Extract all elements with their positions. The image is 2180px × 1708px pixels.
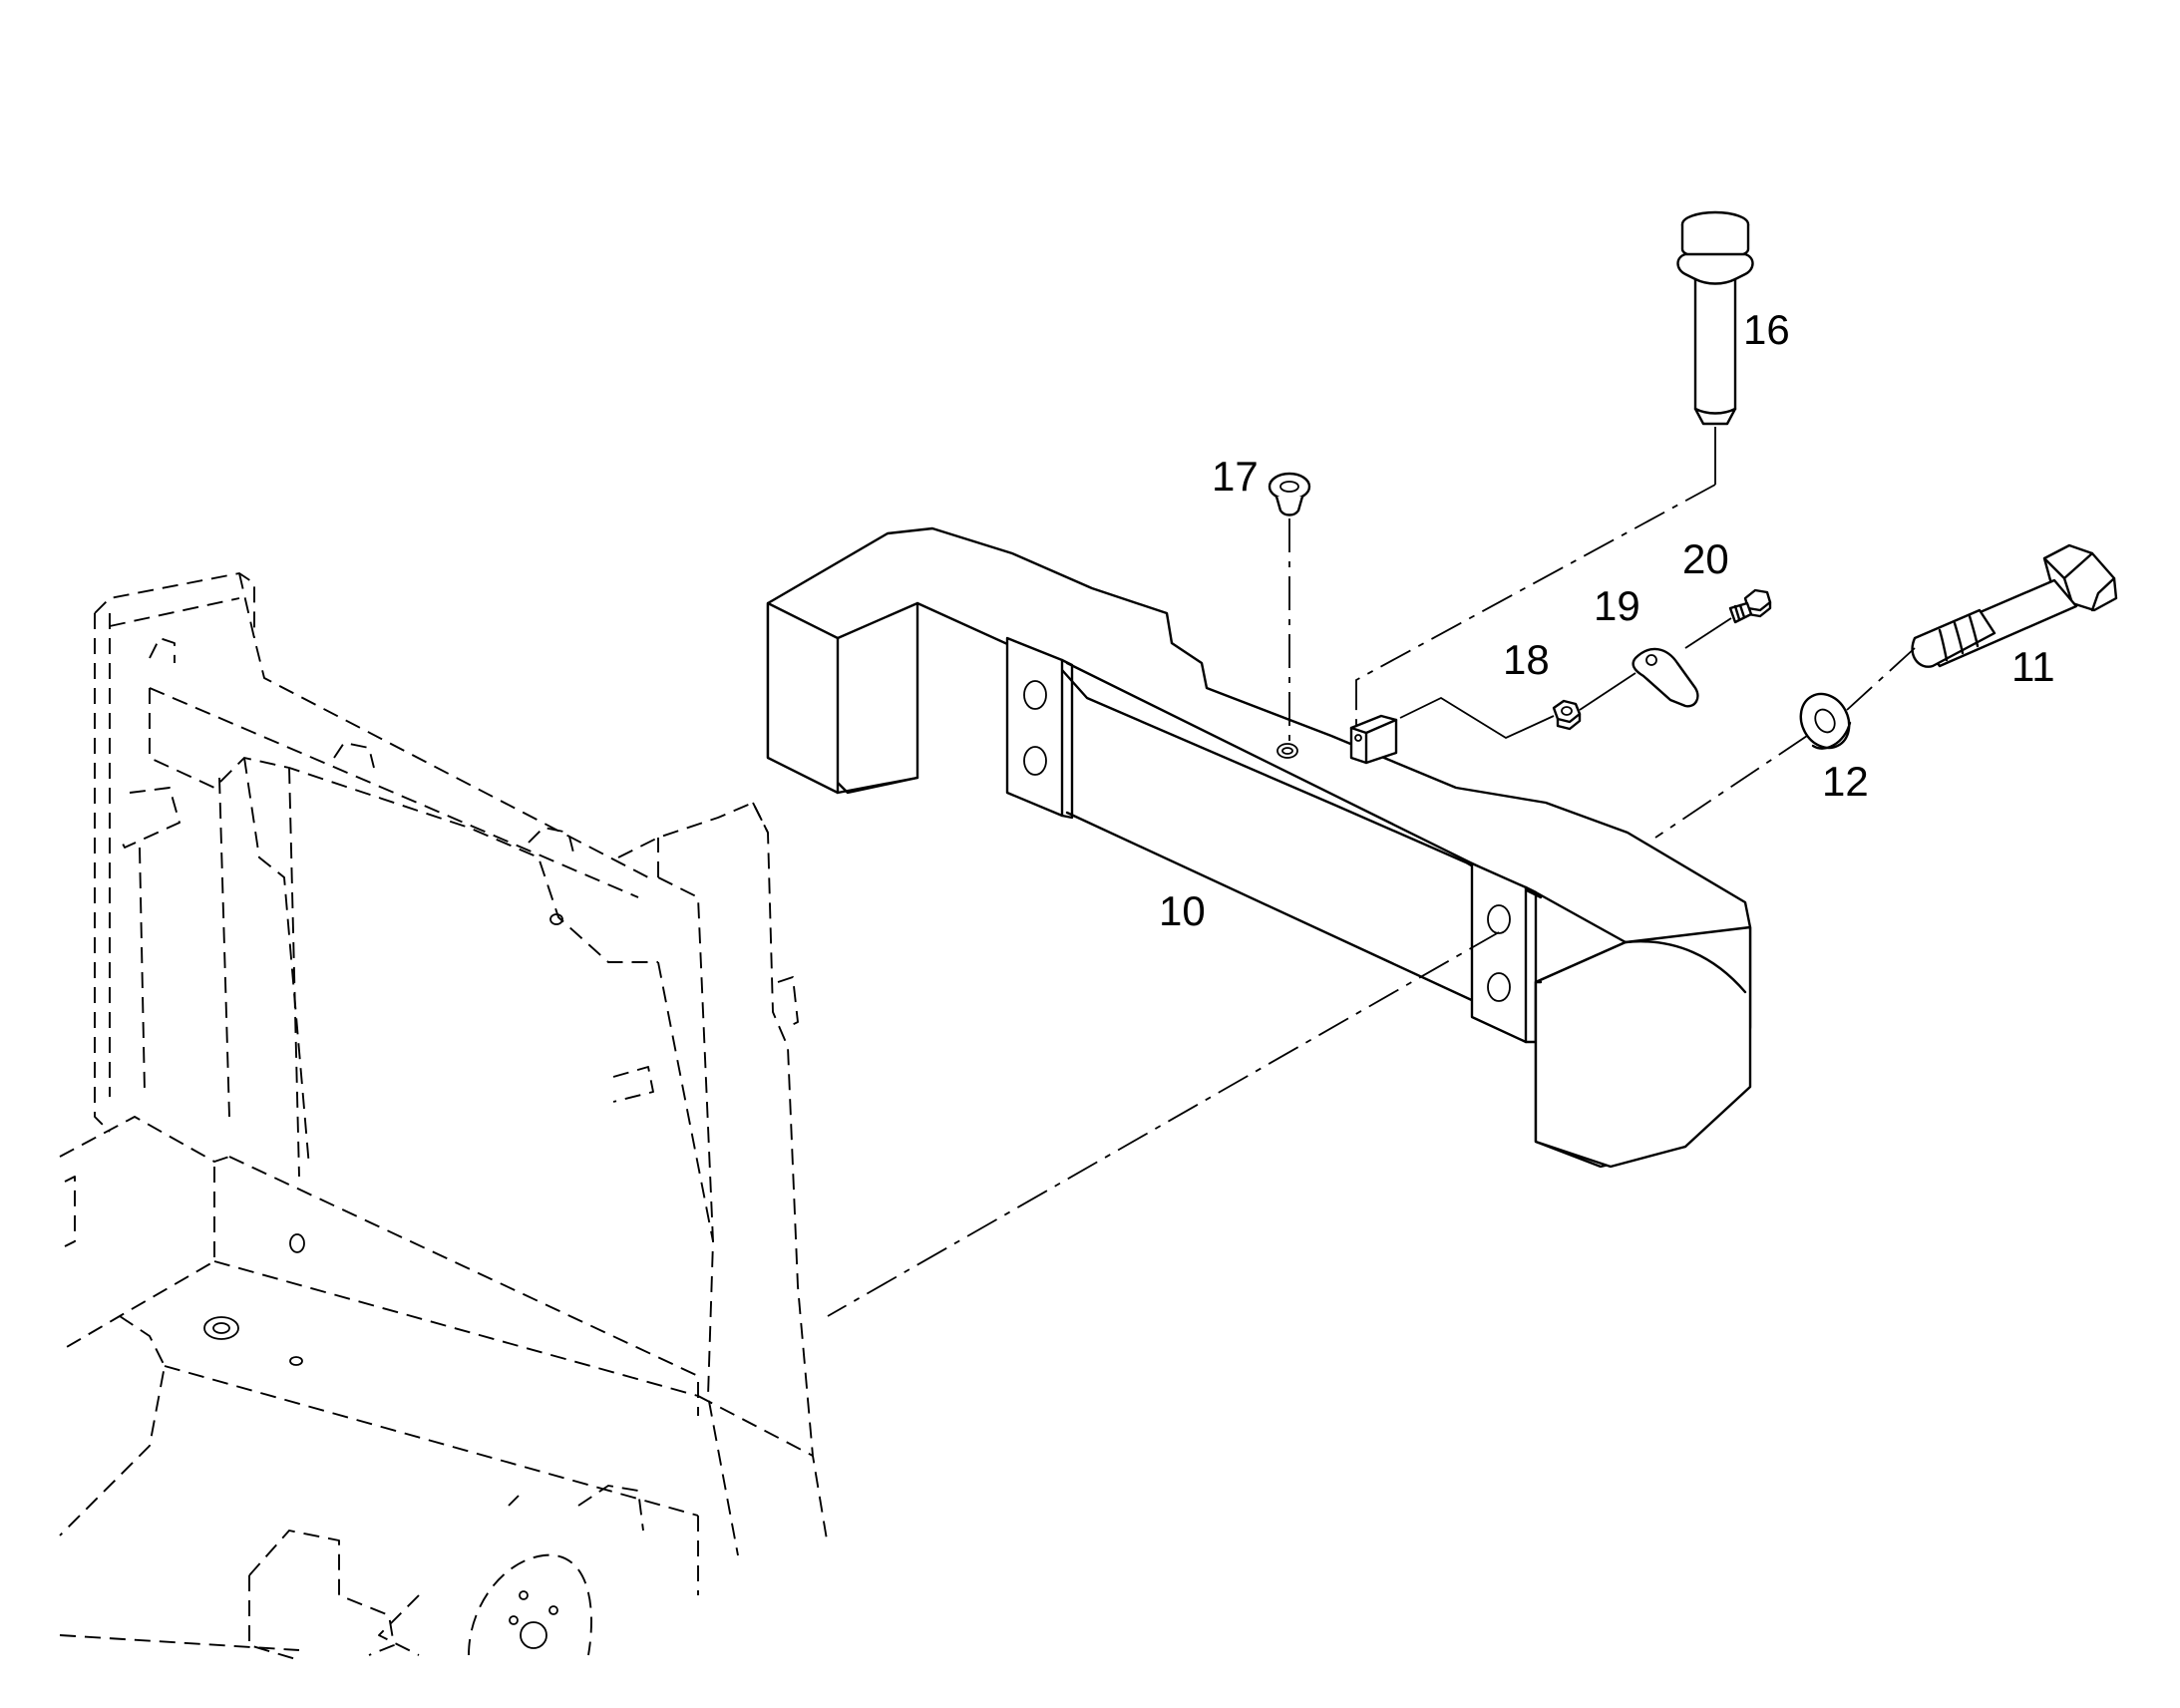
callout-11: 11 (2011, 643, 2055, 690)
callout-12: 12 (1822, 758, 1869, 805)
nut-part-18 (1552, 699, 1582, 731)
callout-17: 17 (1212, 453, 1259, 500)
machine-frame-dashed (59, 572, 829, 1661)
plug-part-17 (1268, 472, 1311, 516)
callout-10: 10 (1159, 887, 1206, 934)
callout-labels: 10 11 12 16 17 18 19 20 (1159, 306, 2055, 934)
tab-plate-part-19 (1632, 647, 1699, 708)
pin-part-16 (1676, 210, 1754, 426)
bolt-part-11 (1911, 543, 2118, 668)
counterweight-part-10 (766, 526, 1752, 1169)
washer-part-12 (1799, 692, 1852, 750)
callout-19: 19 (1594, 582, 1640, 629)
callout-16: 16 (1743, 306, 1790, 353)
callout-20: 20 (1682, 535, 1729, 582)
callout-18: 18 (1503, 636, 1550, 683)
screw-part-20 (1728, 588, 1772, 624)
assembly-lines (827, 427, 1916, 1317)
